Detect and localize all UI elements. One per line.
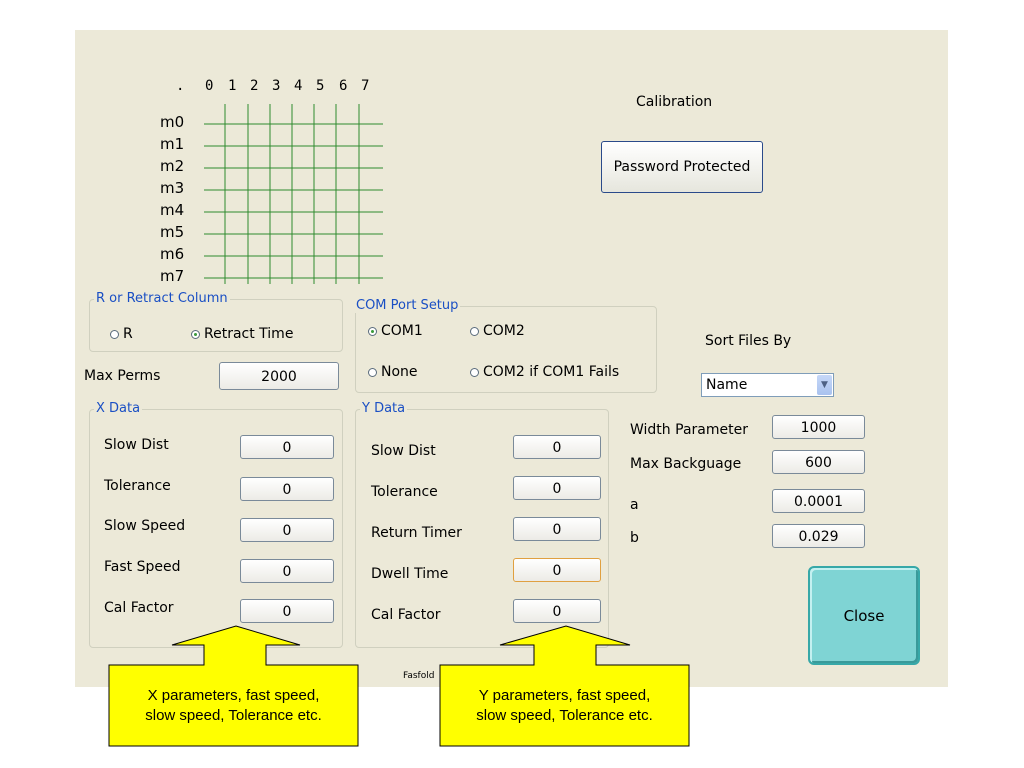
grid-row-m0: m0 bbox=[160, 113, 185, 131]
y-data-title: Y Data bbox=[360, 401, 408, 416]
y-dwell-time-field[interactable]: 0 bbox=[513, 558, 601, 582]
max-backguage-field[interactable]: 600 bbox=[772, 450, 865, 474]
y-cal-factor-field[interactable]: 0 bbox=[513, 599, 601, 623]
grid-col-6: 6 bbox=[339, 78, 348, 94]
radio-unselected-icon bbox=[470, 326, 479, 336]
max-perms-label: Max Perms bbox=[84, 368, 161, 384]
grid-row-m7: m7 bbox=[160, 267, 185, 285]
footer-label: Fasfold bbox=[403, 671, 435, 681]
x-slow-dist-field[interactable]: 0 bbox=[240, 435, 334, 459]
radio-r-label: R bbox=[123, 326, 133, 342]
grid-row-m4: m4 bbox=[160, 201, 185, 219]
calibration-label: Calibration bbox=[636, 94, 713, 110]
x-cal-factor-label: Cal Factor bbox=[104, 600, 174, 616]
x-tolerance-label: Tolerance bbox=[104, 478, 171, 494]
x-slow-speed-field[interactable]: 0 bbox=[240, 518, 334, 542]
grid-col-1: 1 bbox=[228, 78, 237, 94]
grid-col-7: 7 bbox=[361, 78, 370, 94]
radio-com2[interactable]: COM2 bbox=[470, 323, 525, 339]
y-data-group: Y Data bbox=[355, 401, 609, 648]
com-port-title: COM Port Setup bbox=[354, 298, 461, 313]
r-retract-title: R or Retract Column bbox=[94, 291, 230, 306]
y-callout-line2: slow speed, Tolerance etc. bbox=[476, 707, 653, 724]
sort-files-select[interactable]: Name ▼ bbox=[701, 373, 834, 397]
radio-unselected-icon bbox=[110, 329, 119, 339]
y-callout-shape bbox=[439, 625, 690, 747]
close-button[interactable]: Close bbox=[808, 566, 920, 665]
x-callout-text: X parameters, fast speed, slow speed, To… bbox=[109, 686, 358, 726]
chevron-down-icon[interactable]: ▼ bbox=[817, 375, 832, 395]
radio-com1-label: COM1 bbox=[381, 323, 423, 339]
r-retract-group: R or Retract Column bbox=[89, 291, 343, 352]
y-slow-dist-label: Slow Dist bbox=[371, 443, 436, 459]
form-panel bbox=[75, 30, 948, 687]
radio-com2-fallback-label: COM2 if COM1 Fails bbox=[483, 364, 620, 380]
y-return-timer-label: Return Timer bbox=[371, 525, 462, 541]
sort-files-label: Sort Files By bbox=[705, 333, 792, 349]
y-cal-factor-label: Cal Factor bbox=[371, 607, 441, 623]
radio-retract-time[interactable]: Retract Time bbox=[191, 326, 293, 342]
x-cal-factor-field[interactable]: 0 bbox=[240, 599, 334, 623]
radio-com2-label: COM2 bbox=[483, 323, 525, 339]
y-callout-line1: Y parameters, fast speed, bbox=[478, 687, 651, 704]
grid-col-5: 5 bbox=[316, 78, 325, 94]
x-fast-speed-label: Fast Speed bbox=[104, 559, 181, 575]
width-parameter-field[interactable]: 1000 bbox=[772, 415, 865, 439]
radio-unselected-icon bbox=[368, 367, 377, 377]
com-port-group: COM Port Setup bbox=[354, 298, 657, 393]
x-callout-line2: slow speed, Tolerance etc. bbox=[145, 707, 322, 724]
grid-row-m3: m3 bbox=[160, 179, 185, 197]
radio-retract-time-label: Retract Time bbox=[204, 326, 294, 342]
x-slow-dist-label: Slow Dist bbox=[104, 437, 169, 453]
param-a-label: a bbox=[630, 497, 639, 513]
radio-com1[interactable]: COM1 bbox=[368, 323, 423, 339]
x-slow-speed-label: Slow Speed bbox=[104, 518, 186, 534]
radio-unselected-icon bbox=[470, 367, 479, 377]
x-fast-speed-field[interactable]: 0 bbox=[240, 559, 334, 583]
matrix-grid[interactable] bbox=[204, 104, 384, 284]
sort-files-value: Name bbox=[706, 377, 748, 393]
radio-r[interactable]: R bbox=[110, 326, 133, 342]
param-b-field[interactable]: 0.029 bbox=[772, 524, 865, 548]
y-tolerance-field[interactable]: 0 bbox=[513, 476, 601, 500]
radio-selected-icon bbox=[368, 326, 377, 336]
password-protected-button[interactable]: Password Protected bbox=[601, 141, 763, 193]
radio-com2-if-com1-fails[interactable]: COM2 if COM1 Fails bbox=[470, 364, 619, 380]
param-a-field[interactable]: 0.0001 bbox=[772, 489, 865, 513]
grid-col-3: 3 bbox=[272, 78, 281, 94]
y-return-timer-field[interactable]: 0 bbox=[513, 517, 601, 541]
x-callout-line1: X parameters, fast speed, bbox=[147, 687, 320, 704]
radio-selected-icon bbox=[191, 329, 200, 339]
radio-none[interactable]: None bbox=[368, 364, 418, 380]
max-perms-field[interactable]: 2000 bbox=[219, 362, 339, 390]
x-callout-shape bbox=[108, 625, 359, 747]
grid-col-4: 4 bbox=[294, 78, 303, 94]
grid-col-2: 2 bbox=[250, 78, 259, 94]
y-callout-text: Y parameters, fast speed, slow speed, To… bbox=[440, 686, 689, 726]
grid-row-m5: m5 bbox=[160, 223, 185, 241]
width-parameter-label: Width Parameter bbox=[630, 422, 748, 438]
y-dwell-time-label: Dwell Time bbox=[371, 566, 449, 582]
y-tolerance-label: Tolerance bbox=[371, 484, 438, 500]
param-b-label: b bbox=[630, 530, 639, 546]
grid-col-0: 0 bbox=[205, 78, 214, 94]
grid-row-m1: m1 bbox=[160, 135, 185, 153]
grid-row-m2: m2 bbox=[160, 157, 185, 175]
max-backguage-label: Max Backguage bbox=[630, 456, 742, 472]
radio-none-label: None bbox=[381, 364, 418, 380]
x-data-title: X Data bbox=[94, 401, 143, 416]
grid-corner-label: . bbox=[176, 78, 185, 94]
y-slow-dist-field[interactable]: 0 bbox=[513, 435, 601, 459]
grid-row-m6: m6 bbox=[160, 245, 185, 263]
x-tolerance-field[interactable]: 0 bbox=[240, 477, 334, 501]
